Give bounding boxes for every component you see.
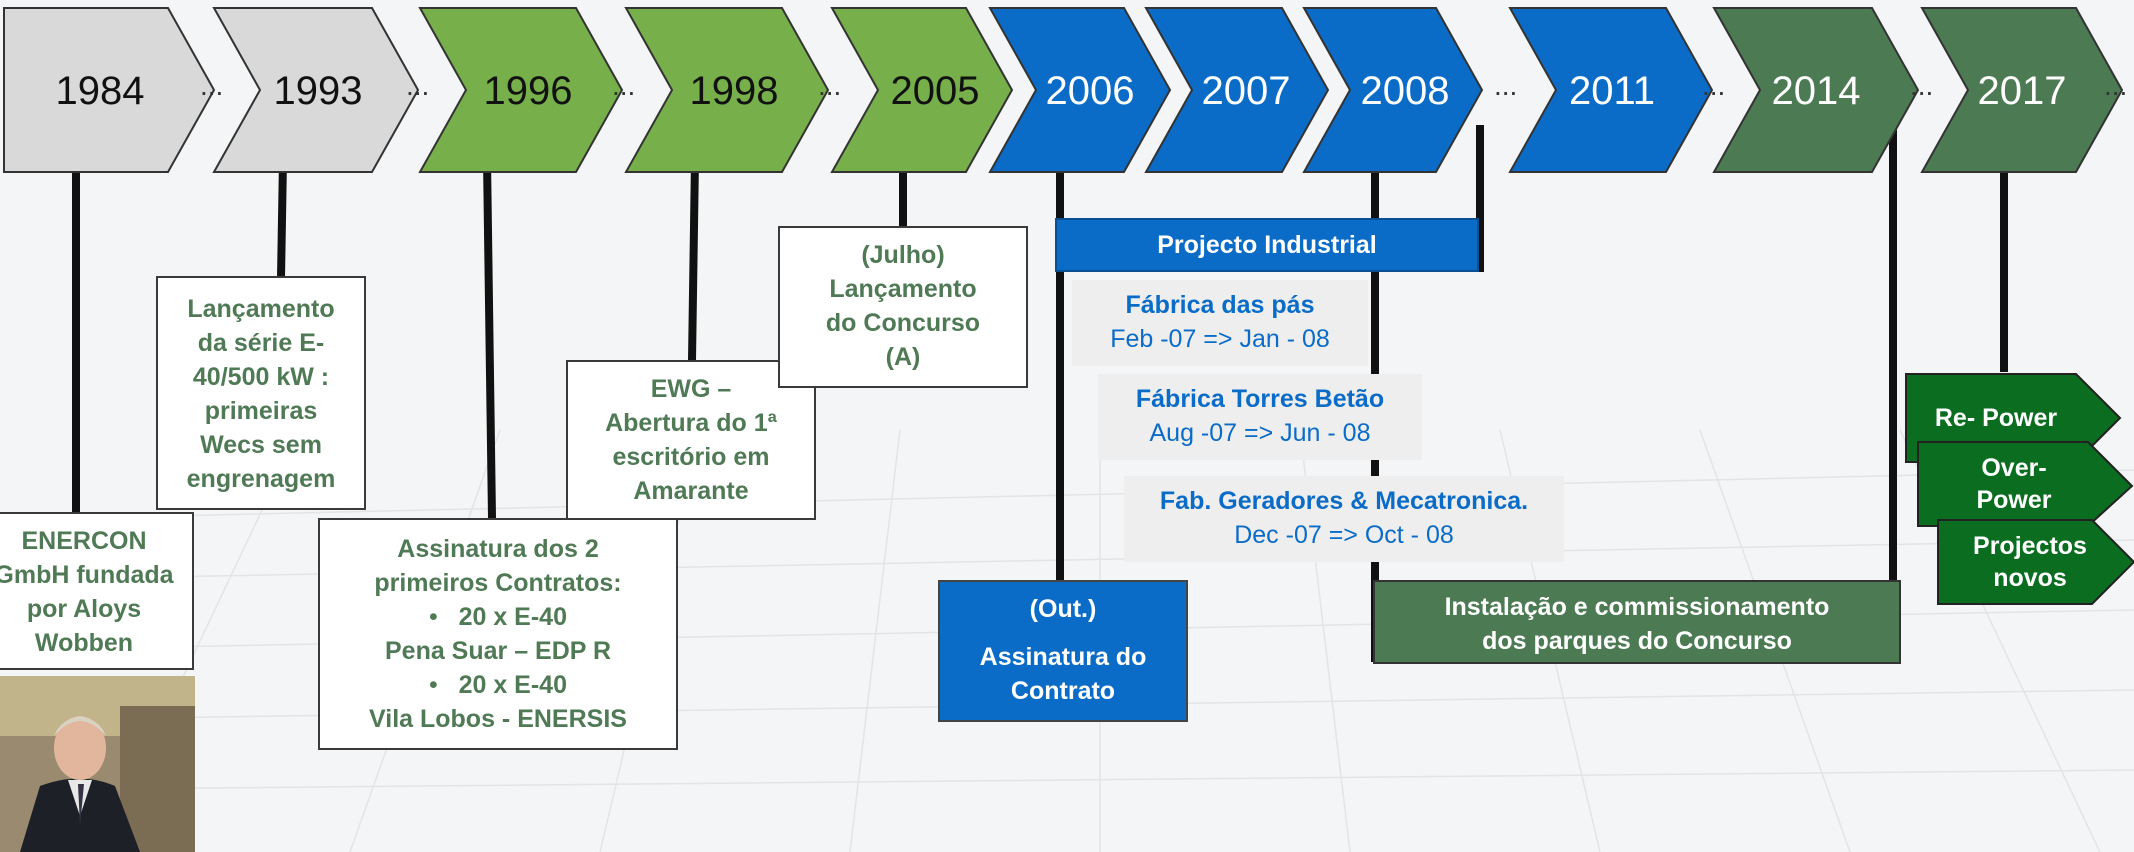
year-label: 2011 [1569,69,1655,113]
event-line: • 20 x E-40 [326,600,670,634]
event-first-contracts: Assinatura dos 2 primeiros Contratos: • … [318,518,678,750]
connector-1993 [277,159,287,279]
tag-projectos: Projectos novos [1938,530,2122,594]
tag-repower: Re- Power [1906,402,2086,434]
event-line: do Concurso [825,309,981,337]
separator-dots: ... [200,70,224,101]
tag-label: Projectos [1973,532,2087,560]
bar-label: Projecto Industrial [1157,231,1377,259]
event-line: escritório em [612,443,770,471]
factory-dates: Dec -07 => Oct - 08 [1234,521,1454,549]
chevron-2005 [830,7,1014,173]
event-line: Amarante [633,477,749,505]
event-contract-signing: (Out.) Assinatura do Contrato [938,580,1188,722]
event-line: da série E- [197,329,325,357]
separator-dots: ... [612,70,636,101]
chevron-1998 [624,7,830,173]
tag-label: Power [1976,486,2052,514]
year-label: 1984 [56,69,145,113]
projecto-industrial-bar: Projecto Industrial [1055,218,1479,272]
event-line: EWG – [650,375,732,403]
year-label: 1996 [484,69,573,113]
bullet: • [428,671,459,699]
event-line: • 20 x E-40 [326,668,670,702]
separator-dots: ... [406,70,430,101]
event-line: Instalação e commissionamento [1444,593,1830,621]
year-labels: 1984 1993 1996 1998 2005 2006 2007 2008 … [56,69,2067,113]
event-line: 40/500 kW : [192,363,330,391]
event-line: (Out.) [1029,595,1097,623]
event-line: Wecs sem [200,431,322,459]
factory-title: Fábrica das pás [1125,291,1315,319]
factory-dates: Feb -07 => Jan - 08 [1110,325,1330,353]
chevron-2011 [1508,7,1714,173]
factory-blades: Fábrica das pás Feb -07 => Jan - 08 [1072,280,1368,366]
tag-repower-shape [1905,373,2122,463]
tag-projectos-shape [1937,519,2134,605]
tag-label: Over- [1981,454,2047,482]
chevron-1993 [212,7,420,173]
year-label: 1993 [274,69,363,113]
year-label: 2017 [1978,69,2067,113]
event-line: Pena Suar – EDP R [384,637,612,665]
factory-title: Fábrica Torres Betão [1135,385,1385,413]
event-enercon-founded: ENERCON GmbH fundada por Aloys Wobben [0,512,194,670]
factory-title: Fab. Geradores & Mecatronica. [1159,487,1529,515]
connector-1998 [688,159,699,361]
chevron-2006 [988,7,1172,173]
installation-bar: Instalação e commissionamento dos parque… [1373,580,1901,664]
event-line: Assinatura dos 2 [397,535,599,563]
separator-dots: ... [1702,70,1726,101]
event-series-launch: Lançamento da série E- 40/500 kW : prime… [156,276,366,510]
event-line: primeiras [204,397,318,425]
event-ewg-office: EWG – Abertura do 1ª escritório em Amara… [566,360,816,520]
factory-towers: Fábrica Torres Betão Aug -07 => Jun - 08 [1098,374,1422,460]
chevron-2008 [1302,7,1484,173]
tag-label: Re- Power [1934,404,2058,432]
event-line: Assinatura do [979,643,1147,671]
tag-label: novos [1993,564,2067,592]
tag-overpower-shape [1917,441,2134,527]
event-line: Lançamento [829,275,977,303]
year-label: 2008 [1361,69,1450,113]
event-line: Vila Lobos - ENERSIS [369,705,627,733]
separator-dots: ... [818,70,842,101]
event-line: dos parques do Concurso [1482,627,1792,655]
bullet: • [428,603,459,631]
chevron-2007 [1144,7,1330,173]
factory-dates: Aug -07 => Jun - 08 [1149,419,1371,447]
event-line: primeiros Contratos: [374,569,622,597]
separator-dots: ... [2104,70,2128,101]
event-concurso-launch: (Julho) Lançamento do Concurso (A) [778,226,1028,388]
year-label: 2005 [891,69,980,113]
year-chevrons [3,7,2124,173]
event-line: Abertura do 1ª [605,409,777,437]
separator-dots: ... [1494,70,1518,101]
year-label: 2006 [1046,69,1135,113]
factory-generators: Fab. Geradores & Mecatronica. Dec -07 =>… [1124,476,1564,562]
contract-item: 20 x E-40 [458,603,567,631]
separator-dots: ... [1910,70,1934,101]
event-line: Lançamento [187,295,335,323]
founder-photo [0,676,195,852]
event-text: ENERCON GmbH fundada por Aloys Wobben [0,527,174,657]
future-tags [1905,373,2134,605]
event-line: engrenagem [186,465,336,493]
tag-overpower: Over- Power [1918,452,2110,516]
connector-1996 [483,159,496,519]
event-line: Contrato [1010,677,1116,705]
event-line: (A) [885,343,921,371]
year-label: 1998 [690,69,779,113]
chevron-1996 [418,7,624,173]
year-label: 2014 [1772,69,1861,113]
contract-item: 20 x E-40 [458,671,567,699]
chevron-2014 [1712,7,1920,173]
event-line: (Julho) [861,241,945,269]
chevron-2017 [1920,7,2124,173]
chevron-1984 [3,7,216,173]
year-label: 2007 [1202,69,1291,113]
